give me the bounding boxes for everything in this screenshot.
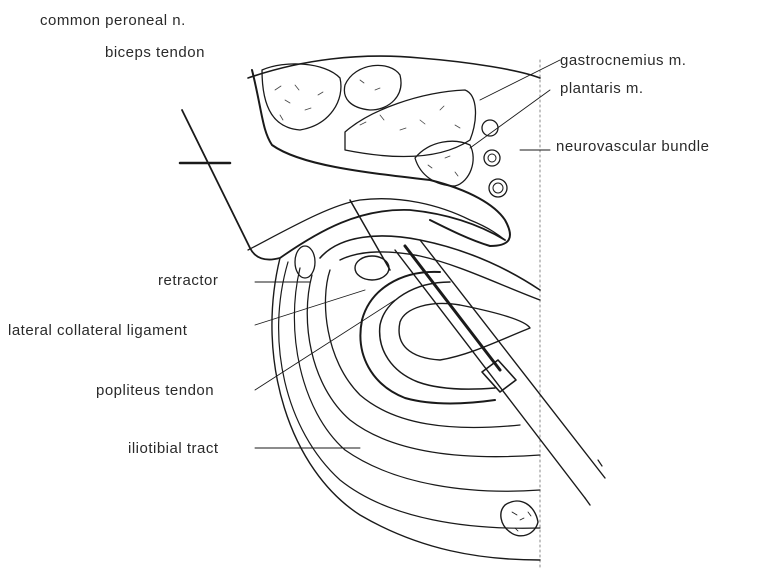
tissue-layer-4	[279, 262, 540, 528]
joint-capsule-outer	[320, 236, 540, 290]
gastrocnemius-muscle	[345, 90, 475, 157]
skin-lower	[272, 258, 540, 560]
scope-tip	[482, 360, 516, 392]
leader-lcl	[255, 290, 365, 325]
vessel-3-inner	[493, 183, 503, 193]
posterior-skin-outline	[248, 56, 540, 78]
label-common-peroneal: common peroneal n.	[40, 12, 186, 30]
femoral-condyle-inner	[380, 282, 495, 389]
condyle-core	[399, 304, 530, 360]
label-retractor: retractor	[158, 272, 218, 290]
label-gastrocnemius: gastrocnemius m.	[560, 52, 686, 70]
label-plantaris: plantaris m.	[560, 80, 644, 98]
retractor-blade	[182, 110, 505, 260]
tissue-layer-2	[307, 275, 540, 457]
fibula-section	[501, 501, 538, 536]
retractor-blade-inner	[248, 199, 505, 250]
scope-dash	[598, 460, 602, 466]
vessel-3	[489, 179, 507, 197]
scope-tail	[585, 498, 590, 505]
biceps-tendon-oval	[344, 65, 401, 110]
vessel-2	[484, 150, 500, 166]
lcl-oval	[295, 246, 315, 278]
scope-line-a	[395, 250, 585, 498]
label-lateral-collateral-ligament: lateral collateral ligament	[8, 322, 187, 340]
tissue-layer-3	[294, 268, 540, 491]
label-neurovascular-bundle: neurovascular bundle	[556, 138, 709, 156]
scope-inner	[405, 246, 500, 370]
muscle-compartment-outline	[252, 70, 510, 246]
label-biceps-tendon: biceps tendon	[105, 44, 205, 62]
popliteus-oval	[355, 256, 389, 280]
label-iliotibial-tract: iliotibial tract	[128, 440, 219, 458]
vessel-2-inner	[488, 154, 496, 162]
label-popliteus-tendon: popliteus tendon	[96, 382, 214, 400]
biceps-muscle	[262, 64, 341, 130]
